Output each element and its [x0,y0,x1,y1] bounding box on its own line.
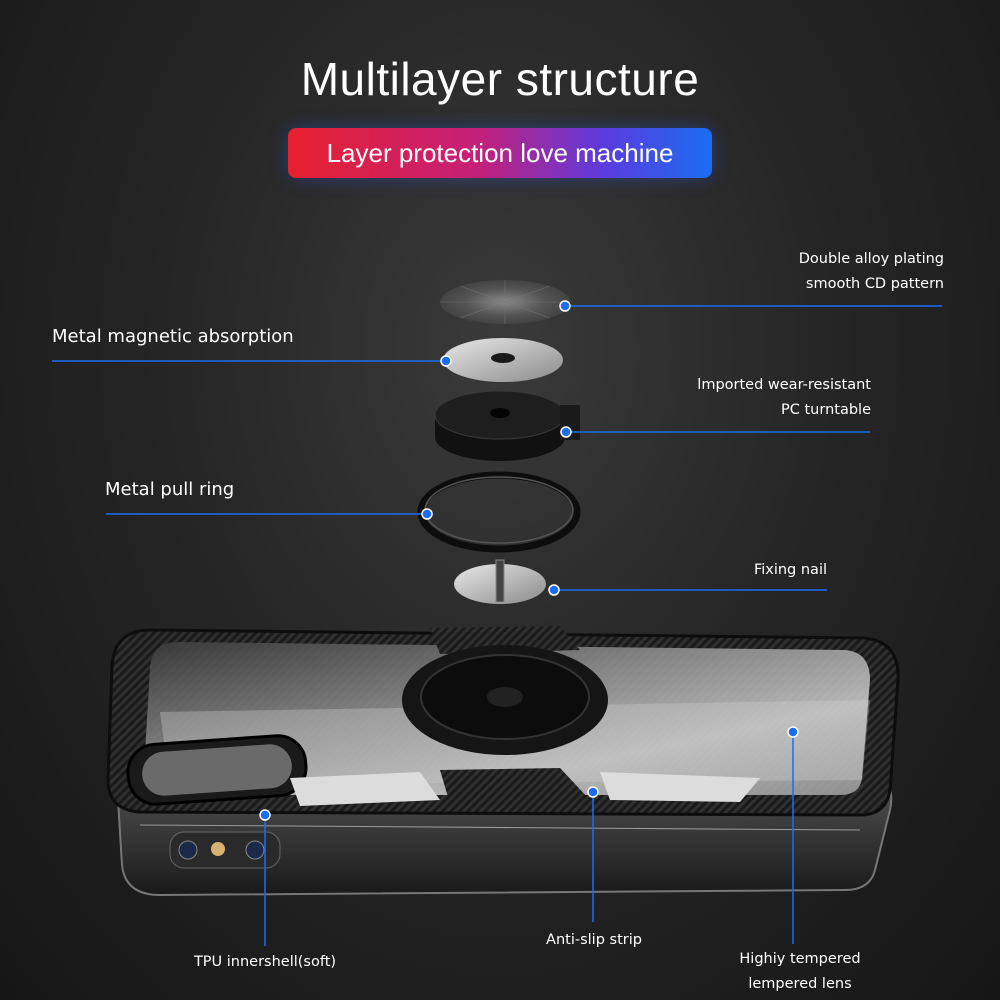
callout-dot-pull-ring [421,508,433,520]
pc-turntable [434,390,580,461]
fixing-nail [454,559,546,604]
label-tempered-lens-line1: Highiy tempered [739,951,861,967]
cd-pattern-disc [440,280,570,324]
label-metal-magnetic: Metal magnetic absorption [52,326,294,347]
label-tpu-innershell: TPU innershell(soft) [193,954,337,970]
label-tempered-lens: Highiy tempered lempered lens [720,947,880,997]
label-metal-pull-ring: Metal pull ring [105,479,235,500]
label-double-alloy-line2: smooth CD pattern [805,276,944,292]
magnetic-plate [443,338,563,382]
callout-dot-double-alloy [559,300,571,312]
label-tempered-lens-line2: lempered lens [748,976,852,992]
callout-dot-tpu [259,809,271,821]
callout-dot-anti-slip [587,786,599,798]
label-pc-turntable: lmported wear-resistant PC turntable [697,373,871,423]
label-double-alloy-line1: Double alloy plating [798,251,944,267]
callout-dot-fixing-nail [548,584,560,596]
label-pc-turntable-line2: PC turntable [781,402,871,418]
callout-dot-tempered-lens [787,726,799,738]
label-pc-turntable-line1: lmported wear-resistant [697,377,871,393]
callout-dot-pc-turntable [560,426,572,438]
label-anti-slip: Anti-slip strip [546,932,642,948]
label-double-alloy: Double alloy plating smooth CD pattern [799,247,944,297]
label-fixing-nail: Fixing nail [753,562,827,578]
subtitle-banner: Layer protection love machine [288,128,712,178]
phone-case [106,626,900,817]
page-title: Multilayer structure [300,53,700,105]
metal-pull-ring [417,471,581,553]
callout-dot-magnetic [440,355,452,367]
